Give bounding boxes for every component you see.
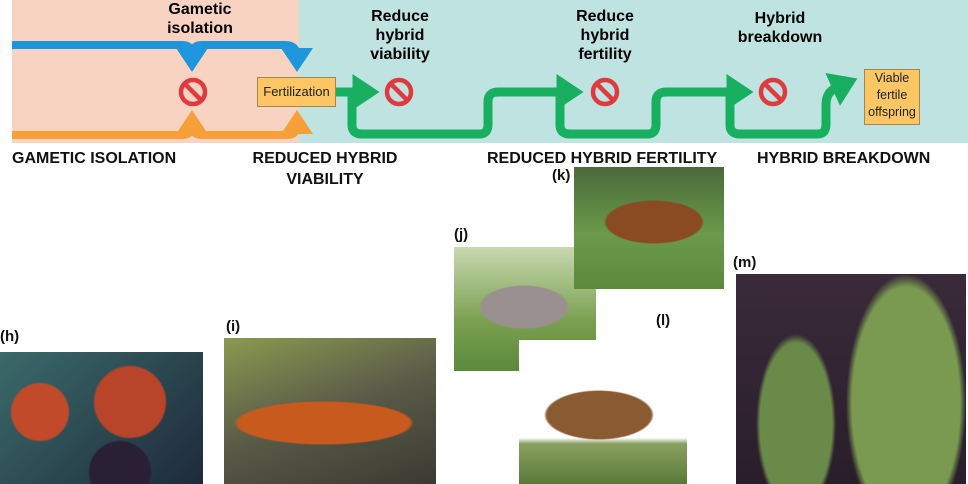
rice-plants-photo — [736, 274, 966, 484]
stage-label-breakdown: Hybrid breakdown — [737, 10, 823, 46]
postzygotic-background — [299, 0, 968, 143]
stage-label-gametic: Gametic isolation — [167, 1, 233, 37]
salamander-photo — [224, 338, 436, 484]
photo-label-m: (m) — [733, 254, 757, 271]
caption-breakdown: HYBRID BREAKDOWN — [757, 150, 931, 167]
fertilization-box: Fertilization — [257, 77, 336, 107]
mule-photo — [519, 340, 687, 484]
sea-urchin-photo — [0, 352, 203, 484]
caption-gametic: GAMETIC ISOLATION — [12, 150, 177, 167]
caption-viability: REDUCED HYBRID VIABILITY — [252, 150, 398, 188]
photo-label-i: (i) — [226, 318, 241, 335]
caption-fertility: REDUCED HYBRID FERTILITY — [487, 150, 718, 167]
photo-label-k: (k) — [552, 167, 571, 184]
blue-gamete-arrow — [12, 41, 313, 72]
horse-photo — [574, 167, 724, 289]
stage-label-viability: Reduce hybrid viability — [370, 8, 430, 63]
photo-label-j: (j) — [454, 226, 469, 243]
prezygotic-background — [12, 0, 299, 143]
photo-label-h: (h) — [0, 328, 20, 345]
offspring-box: Viable fertile offspring — [864, 69, 920, 125]
orange-gamete-arrow — [12, 110, 313, 139]
flow-diagram — [12, 41, 858, 139]
photo-label-l: (l) — [656, 312, 671, 329]
block-icon — [178, 77, 788, 107]
stage-label-fertility: Reduce hybrid fertility — [576, 8, 634, 63]
green-hybrid-arrow — [335, 73, 858, 139]
